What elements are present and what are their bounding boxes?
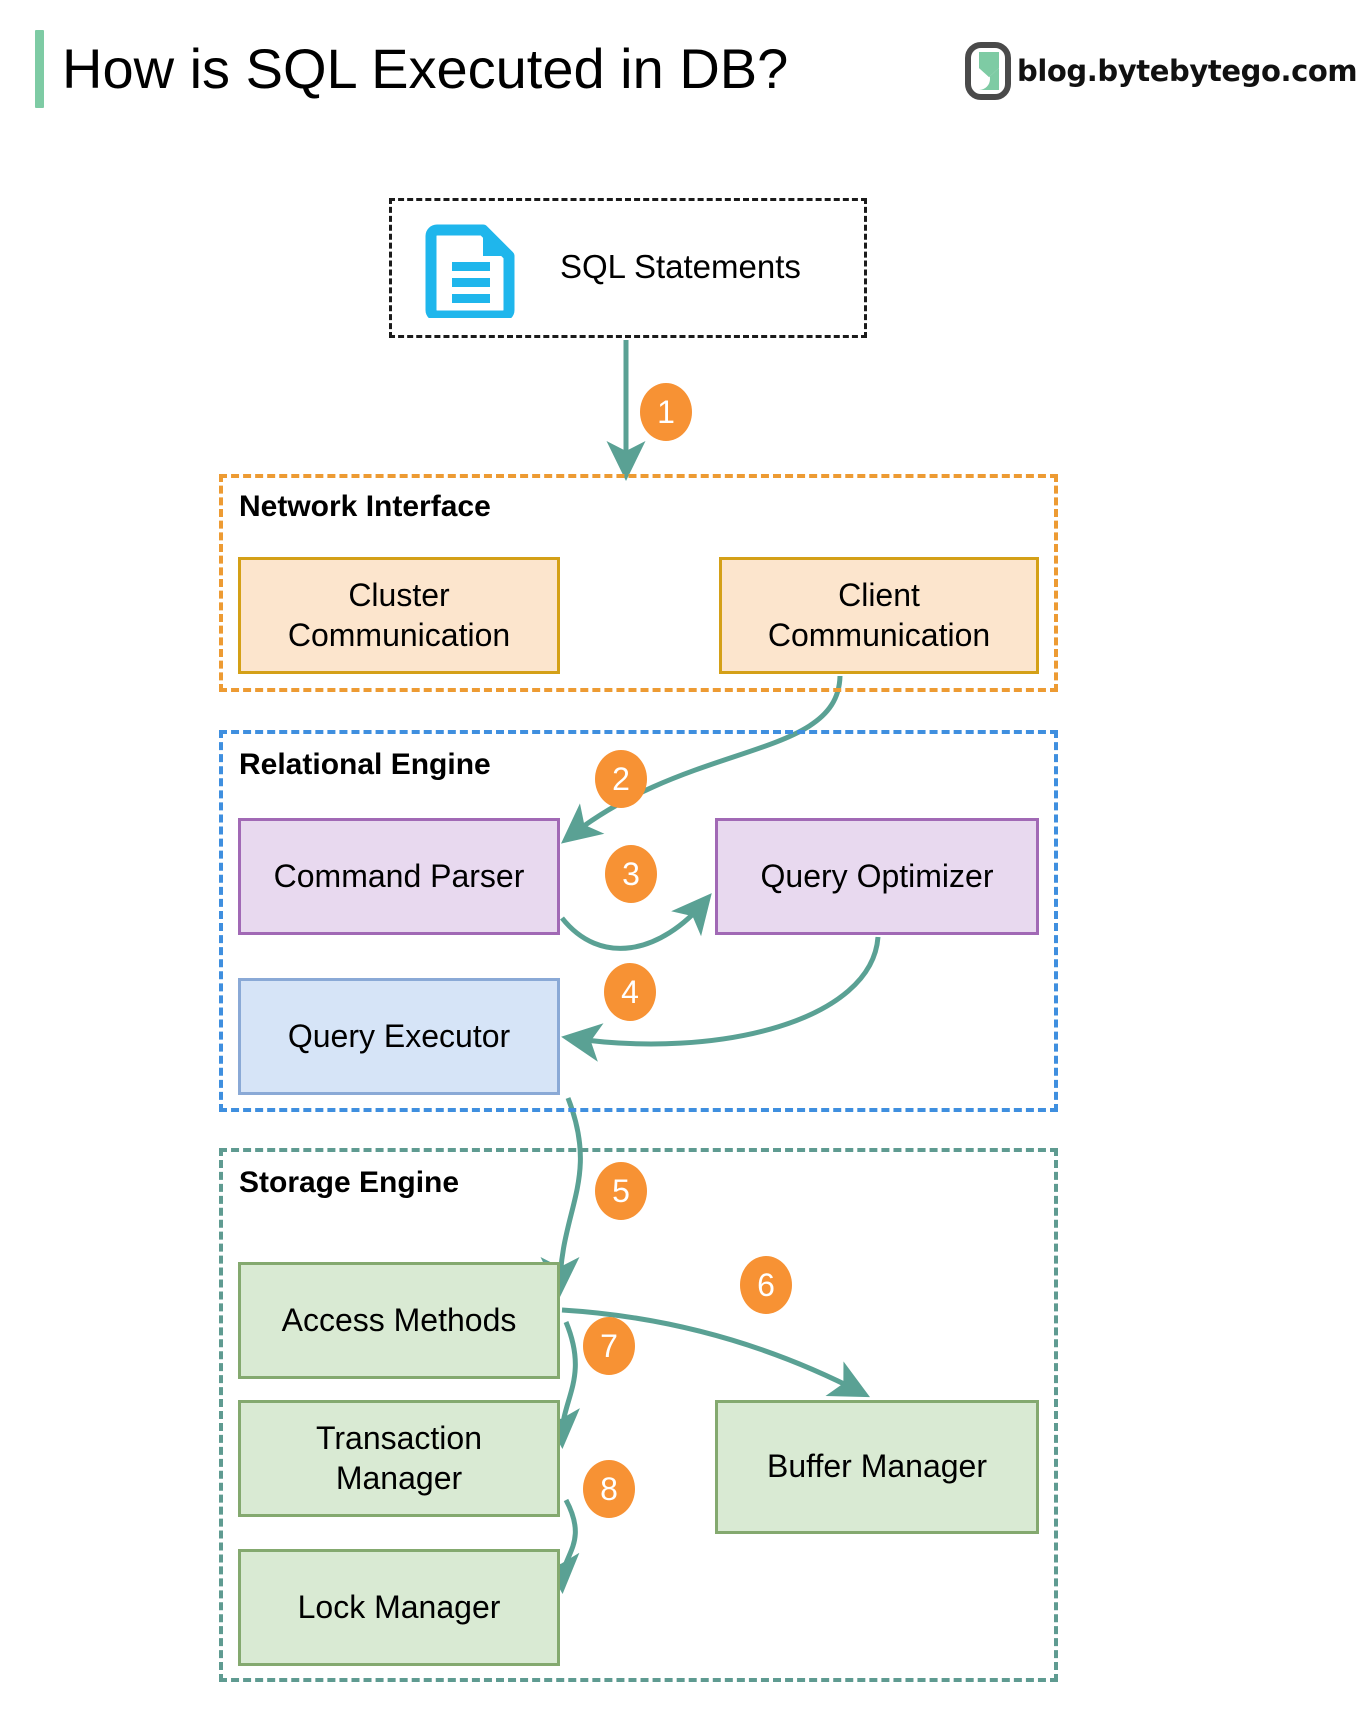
- brand: blog.bytebytego.com: [965, 42, 1358, 100]
- node-label-line2: Communication: [767, 616, 991, 653]
- arrow-8: [540, 1498, 580, 1594]
- node-access-methods[interactable]: Access Methods: [238, 1262, 560, 1379]
- step-badge-1: 1: [640, 383, 692, 441]
- node-lock-manager[interactable]: Lock Manager: [238, 1549, 560, 1666]
- node-label: Command Parser: [273, 857, 525, 894]
- step-badge-2: 2: [595, 750, 647, 808]
- node-buffer-manager[interactable]: Buffer Manager: [715, 1400, 1039, 1534]
- node-label: Client Communication: [768, 576, 990, 654]
- node-query-optimizer[interactable]: Query Optimizer: [715, 818, 1039, 935]
- arrow-6: [561, 1307, 870, 1398]
- node-query-executor[interactable]: Query Executor: [238, 978, 560, 1095]
- group-label-network-interface: Network Interface: [239, 490, 491, 523]
- sql-statements-label: SQL Statements: [560, 248, 801, 285]
- node-label-line1: Client: [838, 577, 920, 614]
- node-label: Buffer Manager: [767, 1448, 987, 1485]
- brand-label: blog.bytebytego.com: [1017, 54, 1358, 88]
- node-label-line2: Communication: [287, 616, 511, 653]
- page-title: How is SQL Executed in DB?: [62, 37, 789, 100]
- arrow-4: [561, 936, 881, 1062]
- node-label: Access Methods: [281, 1301, 517, 1338]
- document-lines-icon: [425, 224, 515, 318]
- node-label: Transaction Manager: [316, 1419, 482, 1497]
- step-badge-3: 3: [605, 845, 657, 903]
- group-storage-engine: [219, 1148, 1058, 1682]
- node-client-communication[interactable]: Client Communication: [719, 557, 1039, 674]
- group-label-relational-engine: Relational Engine: [239, 748, 491, 781]
- arrow-5: [540, 1097, 583, 1297]
- node-label: Cluster Communication: [288, 576, 510, 654]
- node-cluster-communication[interactable]: Cluster Communication: [238, 557, 560, 674]
- node-label-line2: Manager: [335, 1459, 463, 1496]
- group-network-interface: [219, 474, 1058, 692]
- node-label-line1: Cluster: [348, 577, 450, 614]
- node-label: Query Optimizer: [760, 857, 994, 894]
- step-badge-8: 8: [583, 1460, 635, 1518]
- node-label: Lock Manager: [297, 1588, 501, 1625]
- title-accent-bar: [35, 30, 44, 108]
- bytebytego-logo-icon: [965, 42, 1011, 100]
- group-label-storage-engine: Storage Engine: [239, 1166, 460, 1199]
- step-badge-5: 5: [595, 1162, 647, 1220]
- step-badge-4: 4: [604, 963, 656, 1021]
- node-label: Query Executor: [287, 1017, 511, 1054]
- page-header: How is SQL Executed in DB? blog.bytebyte…: [0, 0, 1358, 140]
- arrow-7: [540, 1321, 580, 1449]
- step-badge-7: 7: [583, 1317, 635, 1375]
- node-label-line1: Transaction: [316, 1420, 482, 1457]
- step-badge-6: 6: [740, 1256, 792, 1314]
- node-transaction-manager[interactable]: Transaction Manager: [238, 1400, 560, 1517]
- sql-statements-box: [389, 198, 867, 338]
- arrow-3: [560, 893, 712, 951]
- node-command-parser[interactable]: Command Parser: [238, 818, 560, 935]
- group-relational-engine: [219, 730, 1058, 1112]
